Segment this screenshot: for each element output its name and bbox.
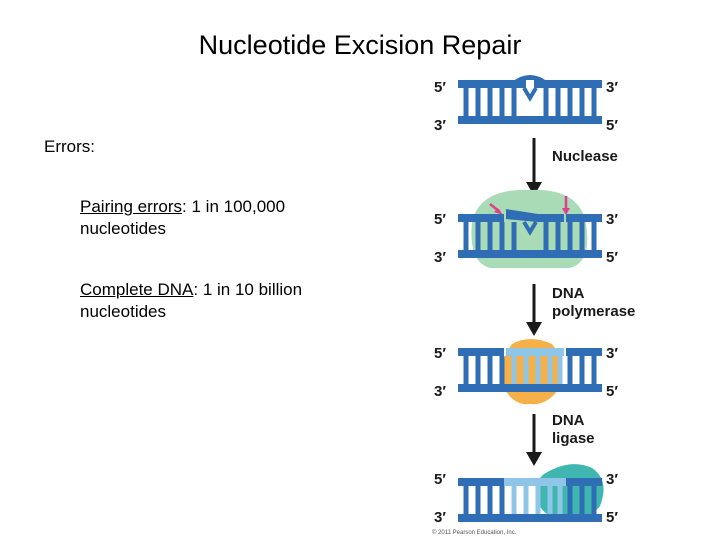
step-label: Nuclease: [552, 148, 618, 165]
top-strand-left: [458, 214, 504, 222]
bullet-term: Complete DNA: [80, 280, 194, 299]
stage-nuclease: 5′ 3′ 3′ 5′: [434, 189, 618, 268]
bottom-strand: [458, 116, 602, 124]
arrow-head: [526, 452, 542, 466]
bullet-term: Pairing errors: [80, 197, 183, 216]
top-strand-right: [566, 478, 602, 486]
label-5prime: 5′: [434, 79, 446, 96]
bullet-rate: : 1 in 10 billion: [193, 280, 303, 299]
top-strand-left: [458, 478, 504, 486]
new-base-pairs: [511, 486, 563, 514]
stage-damaged-dna: 5′ 3′ 3′ 5′: [434, 75, 618, 134]
base-pairs: [463, 88, 597, 116]
arrow-head: [526, 322, 542, 336]
stage-ligase: 5′ 3′ 3′ 5′: [434, 464, 618, 526]
label-3prime: 3′: [434, 383, 446, 400]
dimer-kink: [522, 220, 538, 236]
label-3prime: 3′: [606, 79, 618, 96]
label-5prime: 5′: [606, 509, 618, 526]
excised-fragment: [506, 209, 564, 222]
dimer-mark: [526, 80, 534, 88]
bottom-strand: [458, 514, 602, 522]
slide-title: Nucleotide Excision Repair: [198, 30, 522, 60]
label-3prime: 3′: [434, 509, 446, 526]
new-segment: [506, 348, 564, 356]
new-segment: [504, 478, 566, 486]
label-5prime: 5′: [434, 471, 446, 488]
bullet-unit: nucleotides: [80, 219, 167, 238]
repair-figure: 5′ 3′ 3′ 5′ Nuclease 5′ 3′ 3′ 5′: [432, 75, 635, 536]
base-pairs: [463, 222, 597, 250]
top-strand-left: [458, 348, 504, 356]
bottom-strand: [458, 384, 602, 392]
bullet-unit: nucleotides: [80, 302, 167, 321]
cut-arrow-right-head: [562, 208, 570, 215]
label-3prime: 3′: [606, 471, 618, 488]
label-3prime: 3′: [606, 211, 618, 228]
cut-arrow-left-head: [494, 208, 503, 215]
new-base-pairs: [511, 356, 563, 384]
bullet-rate: : 1 in 100,000: [182, 197, 286, 216]
top-strand-right: [566, 348, 602, 356]
label-5prime: 5′: [606, 117, 618, 134]
base-pairs: [463, 486, 597, 514]
label-3prime: 3′: [434, 117, 446, 134]
label-5prime: 5′: [606, 383, 618, 400]
label-5prime: 5′: [434, 345, 446, 362]
top-strand-right: [566, 214, 602, 222]
label-3prime: 3′: [434, 249, 446, 266]
stage-polymerase: 5′ 3′ 3′ 5′: [434, 339, 618, 405]
errors-label: Errors:: [44, 137, 95, 156]
bottom-strand: [458, 250, 602, 258]
label-5prime: 5′: [434, 211, 446, 228]
label-5prime: 5′: [606, 249, 618, 266]
label-3prime: 3′: [606, 345, 618, 362]
dimer-kink: [522, 86, 538, 102]
arrow-head: [526, 182, 542, 196]
copyright-caption: © 2011 Pearson Education, Inc.: [432, 529, 517, 536]
base-pairs: [463, 356, 597, 384]
bullet-pairing-errors: Pairing errors: 1 in 100,000 nucleotides: [80, 196, 380, 240]
bullet-complete-dna: Complete DNA: 1 in 10 billion nucleotide…: [80, 279, 380, 323]
step-arrow-nuclease: Nuclease: [526, 138, 618, 196]
